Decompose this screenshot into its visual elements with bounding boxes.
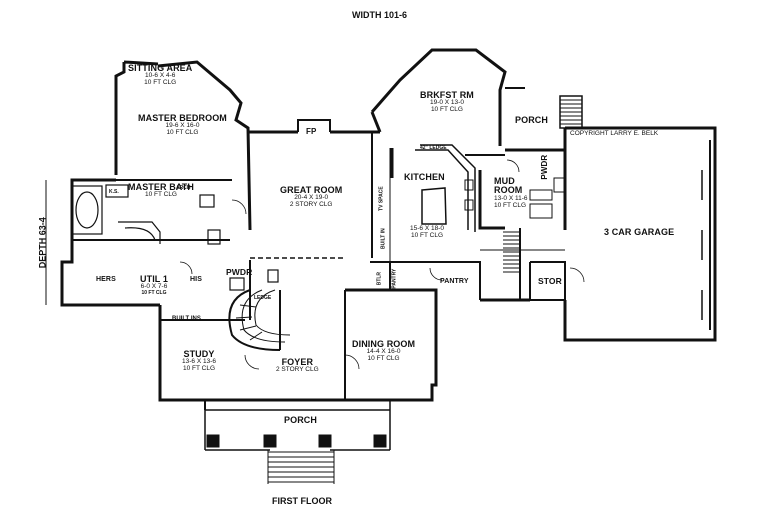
depth-label: DEPTH 63-4 <box>37 217 48 269</box>
rear-porch-label: PORCH <box>515 115 549 125</box>
ledge-label: LEDGE <box>254 295 272 301</box>
floor-label: FIRST FLOOR <box>272 496 332 506</box>
mud-room-label: MUD ROOM 13-0 X 11-6 10 FT CLG <box>494 176 528 209</box>
walls <box>60 48 717 402</box>
powder-room-2-label: PWDR <box>539 154 549 180</box>
front-porch-label: PORCH <box>284 415 318 425</box>
his-closet-label: HIS <box>190 276 202 283</box>
built-ins-label: BUILT INS <box>172 316 201 322</box>
master-bath-label: MASTER BATH 10 FT CLG <box>128 182 194 199</box>
rear-stairs <box>503 231 520 273</box>
foyer-staircase <box>228 289 291 351</box>
fireplace-label: FP <box>306 127 317 136</box>
ledge-42-label: 42" LEDGE <box>420 145 447 151</box>
front-porch <box>204 400 391 484</box>
study-label: STUDY 13-6 X 13-6 10 FT CLG <box>182 349 216 373</box>
dining-room-label: DINING ROOM 14-4 X 16-0 10 FT CLG <box>352 339 416 363</box>
kitchen-counters <box>415 144 476 232</box>
breakfast-room-label: BRKFST RM 19-0 X 13-0 10 FT CLG <box>420 90 474 114</box>
sitting-area-label: SITTING AREA 10-6 X 4-6 10 FT CLG <box>128 63 193 87</box>
kitchen-dims: 15-6 X 18-0 10 FT CLG <box>410 225 444 239</box>
powder-room-label: PWDR <box>226 267 253 277</box>
master-bedroom-label: MASTER BEDROOM 19-6 X 16-0 10 FT CLG <box>138 113 227 137</box>
butler-label: BTLR <box>376 271 383 286</box>
foyer-label: FOYER 2 STORY CLG <box>276 357 319 374</box>
knee-space-label: K.S. <box>109 189 119 195</box>
arch-label: ARCH <box>176 185 191 191</box>
master-bath-fixtures <box>71 184 279 291</box>
rear-porch-steps <box>559 95 583 129</box>
doors <box>179 159 585 370</box>
pantry-label: PANTRY <box>440 278 469 285</box>
util-label: UTIL 1 6-0 X 7-6 10 FT CLG <box>140 274 168 297</box>
butler-pantry-label: PANTRY <box>391 268 398 289</box>
garage-label: 3 CAR GARAGE <box>604 227 675 237</box>
storage-label: STOR <box>538 276 562 286</box>
tv-space-label: TV SPACE <box>378 186 385 211</box>
width-label: WIDTH 101-6 <box>352 10 408 20</box>
built-in-label: BUILT IN <box>380 228 387 249</box>
copyright-label: COPYRIGHT LARRY E. BELK <box>570 130 659 137</box>
kitchen-label: KITCHEN <box>404 172 445 182</box>
great-room-label: GREAT ROOM 20-4 X 19-0 2 STORY CLG <box>280 185 343 209</box>
mud-room-fixtures <box>529 177 565 219</box>
hers-closet-label: HERS <box>96 276 116 283</box>
